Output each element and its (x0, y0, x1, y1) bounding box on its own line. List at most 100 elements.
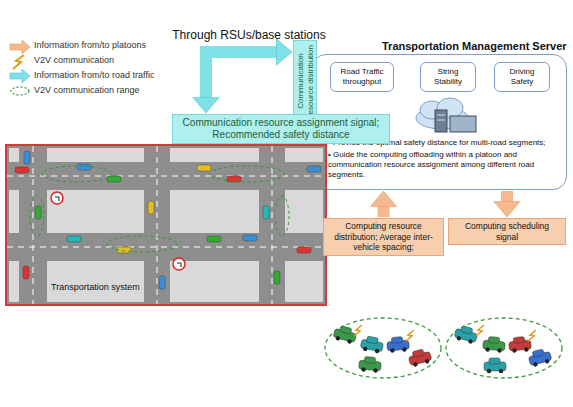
v2v-range (107, 236, 177, 252)
wheel (497, 348, 502, 353)
sign-arrow (55, 197, 59, 201)
wheel (373, 368, 378, 373)
city-block (9, 261, 19, 302)
car-cabin (532, 349, 544, 358)
car (67, 236, 81, 242)
box-label: Road Traffic throughput (335, 67, 389, 87)
arrow-head (276, 39, 292, 65)
wheel (374, 348, 379, 353)
lane-mark (272, 146, 273, 304)
no-turn-sign (173, 258, 185, 270)
legend-text: V2V communication range (34, 85, 140, 95)
range-icon (11, 87, 29, 95)
connector (370, 191, 396, 217)
car-cabin (364, 357, 375, 364)
arrow-head (193, 97, 219, 113)
platoon-car (386, 336, 409, 353)
car (159, 276, 165, 289)
wheel (424, 359, 429, 364)
cyan-arrow-icon (10, 69, 30, 83)
car (243, 235, 257, 241)
car (23, 266, 29, 279)
map-box: Transportation system (5, 144, 327, 306)
car (107, 176, 121, 182)
city-block (170, 148, 259, 162)
city-block (170, 190, 259, 233)
cloud (437, 98, 463, 118)
car (15, 167, 29, 173)
v2v-range (210, 166, 285, 182)
car (24, 151, 30, 164)
car-cabin (488, 337, 499, 344)
server-rack (450, 116, 476, 132)
platoon-car (484, 358, 506, 373)
signal-box: Communication resource assignment signal… (172, 114, 390, 144)
platoon-car (333, 324, 358, 344)
city-block (47, 148, 144, 162)
legend-text: Information from/to platoons (34, 40, 146, 50)
server-slot (437, 120, 445, 121)
edge-label: Through RSUs/base stations (172, 28, 325, 42)
vertical-signal-box: Communication resource distribution (293, 40, 317, 120)
car-cabin (461, 326, 473, 335)
wheel (413, 362, 418, 367)
car-cabin (412, 349, 424, 358)
city-block (285, 148, 323, 162)
city-block (9, 190, 19, 233)
v2v-bolt (476, 325, 484, 336)
connector-shaft (501, 191, 513, 202)
map-label: Transportation system (51, 282, 140, 292)
city-block (285, 261, 323, 302)
box-label: Computing scheduling signal (453, 221, 561, 242)
wheel (512, 348, 517, 353)
server-slot (437, 115, 445, 116)
car-cabin (513, 337, 524, 344)
bullet-text: • Guide the computing offloading within … (328, 150, 558, 180)
road-surface (7, 146, 325, 304)
vertical-label: Communication resource distribution (296, 43, 316, 119)
wheel (487, 369, 491, 373)
city-block (47, 261, 144, 302)
lane-mark (33, 146, 34, 304)
orange-arrow-icon (10, 40, 30, 54)
lane-mark (7, 247, 325, 248)
car-cabin (340, 326, 352, 335)
car (148, 201, 154, 214)
car (227, 176, 241, 182)
legend-text: V2V communication (34, 55, 114, 65)
v2v-range (30, 196, 44, 236)
car (297, 247, 311, 253)
orange-box: Computing resource distribution; Average… (323, 218, 444, 256)
car-cabin (366, 336, 378, 344)
platoon-car (508, 336, 531, 353)
platoon-cars (333, 324, 553, 373)
server-title: Transportation Management Server (382, 40, 567, 52)
wheel (533, 362, 538, 367)
wheel (335, 336, 340, 341)
lane-mark (157, 146, 158, 304)
box-label: Communication resource assignment signal… (177, 117, 385, 141)
platoon-car (454, 324, 479, 344)
wheel (456, 336, 461, 341)
connector (494, 191, 520, 217)
legend-text: Information from/to road traffic (34, 70, 154, 80)
wheel (524, 347, 529, 352)
platoon-car (407, 347, 432, 367)
v2v-range (42, 166, 112, 182)
city-block (285, 190, 323, 233)
car (307, 166, 321, 172)
sign-arrow (177, 263, 181, 267)
v2v-range (275, 196, 289, 236)
wheel (544, 359, 549, 364)
city-block (47, 190, 144, 233)
server-cloud-icon (402, 96, 492, 136)
wheel (347, 339, 352, 344)
car (77, 164, 91, 170)
v2v-bolt (406, 330, 414, 341)
lane-mark (7, 176, 325, 177)
wheel (499, 369, 503, 373)
wheel (468, 339, 473, 344)
lightning-icon (13, 55, 24, 69)
metric-box: Driving Safety (494, 62, 550, 92)
platoon-car (527, 347, 552, 367)
